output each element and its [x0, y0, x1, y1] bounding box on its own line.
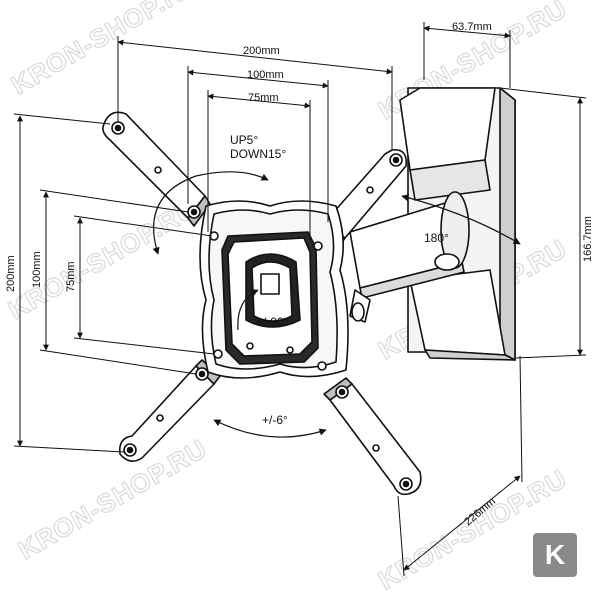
- dimension-label-75-height: 75mm: [65, 261, 77, 292]
- dimension-label-100-height: 100mm: [31, 251, 43, 288]
- wall-bracket: [349, 87, 516, 361]
- watermark-text: KRON-SHOP.RU: [13, 433, 212, 565]
- watermark-text: KRON-SHOP.RU: [6, 0, 205, 100]
- kron-logo: K: [533, 533, 577, 577]
- dimension-label-200-height: 200mm: [5, 255, 17, 292]
- dimension-label-100-width: 100mm: [247, 69, 284, 81]
- angle-label-tilt-down: DOWN15°: [230, 147, 286, 161]
- angle-label-tilt-up: UP5°: [230, 133, 258, 147]
- angle-label-swivel: 180°: [424, 231, 449, 245]
- angle-label-rotate-6: +/-6°: [262, 413, 288, 427]
- dimension-label-75-width: 75mm: [248, 92, 279, 104]
- dimension-label-200-width: 200mm: [243, 45, 280, 57]
- dimension-lines: [13, 22, 587, 577]
- dimension-label-63-7-depth: 63.7mm: [452, 21, 492, 33]
- angle-arcs: [152, 171, 521, 438]
- vesa-plate: [199, 200, 349, 379]
- dimension-label-166-7-height: 166.7mm: [582, 216, 594, 262]
- angle-label-rotate-90: +/-90°: [256, 315, 289, 329]
